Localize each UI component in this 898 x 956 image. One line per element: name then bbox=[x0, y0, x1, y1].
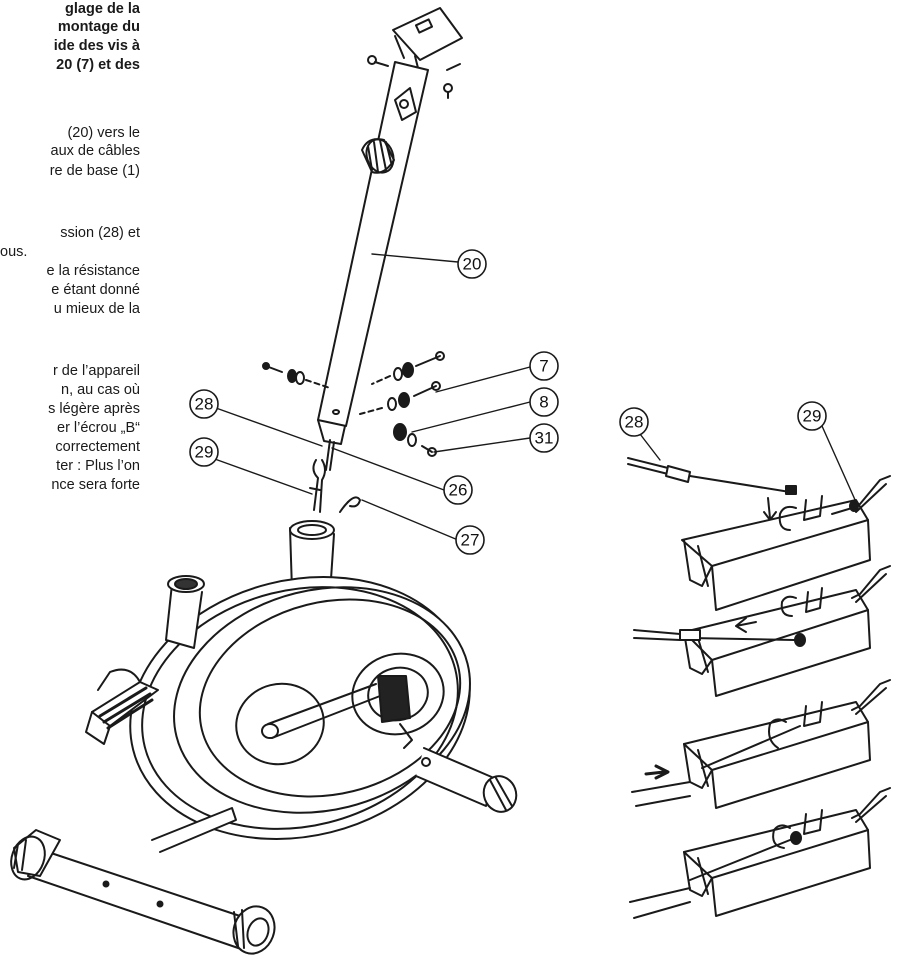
callout-29 bbox=[189, 437, 219, 467]
label-31: 31 bbox=[535, 429, 554, 448]
detail-callout-28 bbox=[619, 407, 649, 437]
rear-stabilizer bbox=[415, 747, 518, 813]
top-screws bbox=[367, 55, 461, 99]
detail-callout-29 bbox=[797, 401, 827, 431]
screws-right bbox=[359, 351, 445, 457]
para2-line-3: e la résistance bbox=[46, 263, 141, 279]
callout-7 bbox=[529, 351, 559, 381]
bold-line-4: 20 (7) et des bbox=[56, 57, 140, 73]
label-7: 7 bbox=[539, 357, 548, 376]
para3-line-1: r de l’appareil bbox=[52, 363, 140, 379]
bold-line-2: montage du bbox=[57, 19, 140, 35]
callout-20 bbox=[457, 249, 487, 279]
handlebar-post bbox=[317, 61, 429, 445]
para1-line-2: aux de câbles bbox=[50, 143, 140, 159]
bold-line-3: ide des vis à bbox=[53, 38, 140, 54]
callout-27 bbox=[455, 525, 485, 555]
para2-line-2: ous. bbox=[0, 244, 28, 260]
para3-line-4: er l’écrou „B“ bbox=[57, 420, 140, 436]
callout-8 bbox=[529, 387, 559, 417]
para2-line-5: u mieux de la bbox=[53, 301, 140, 317]
callouts bbox=[189, 249, 827, 555]
para1-line-1: (20) vers le bbox=[67, 125, 140, 141]
para3-line-6: ter : Plus l’on bbox=[56, 458, 140, 474]
para1-line-3: re de base (1) bbox=[49, 163, 140, 179]
callout-26 bbox=[443, 475, 473, 505]
front-stabilizer bbox=[10, 807, 276, 955]
tension-knob bbox=[361, 138, 395, 174]
left-pedal bbox=[85, 668, 159, 745]
leader-lines bbox=[211, 253, 857, 541]
cable-connection bbox=[309, 439, 361, 513]
callout-28 bbox=[189, 389, 219, 419]
label-27: 27 bbox=[461, 531, 480, 550]
para3-line-7: nce sera forte bbox=[51, 477, 140, 493]
label-28: 28 bbox=[195, 395, 214, 414]
label-20: 20 bbox=[463, 255, 482, 274]
seat-tube bbox=[165, 575, 205, 649]
para3-line-5: correctement bbox=[55, 439, 140, 455]
para2-line-1: ssion (28) et bbox=[60, 225, 140, 241]
bold-line-1: glage de la bbox=[65, 1, 140, 17]
label-26: 26 bbox=[449, 481, 468, 500]
detail-step-1 bbox=[627, 457, 891, 611]
para2-line-4: e étant donné bbox=[51, 282, 140, 298]
label-8: 8 bbox=[539, 393, 548, 412]
detail-label-28: 28 bbox=[625, 413, 644, 432]
detail-step-2 bbox=[633, 565, 891, 697]
flywheel-housing bbox=[129, 576, 471, 840]
screws-left bbox=[262, 362, 331, 389]
para3-line-2: n, au cas où bbox=[61, 382, 140, 398]
para3-line-3: s légère après bbox=[48, 401, 140, 417]
detail-step-3 bbox=[631, 679, 891, 809]
detail-label-29: 29 bbox=[803, 407, 822, 426]
callout-31 bbox=[529, 423, 559, 453]
detail-step-4 bbox=[629, 787, 891, 919]
label-29: 29 bbox=[195, 443, 214, 462]
